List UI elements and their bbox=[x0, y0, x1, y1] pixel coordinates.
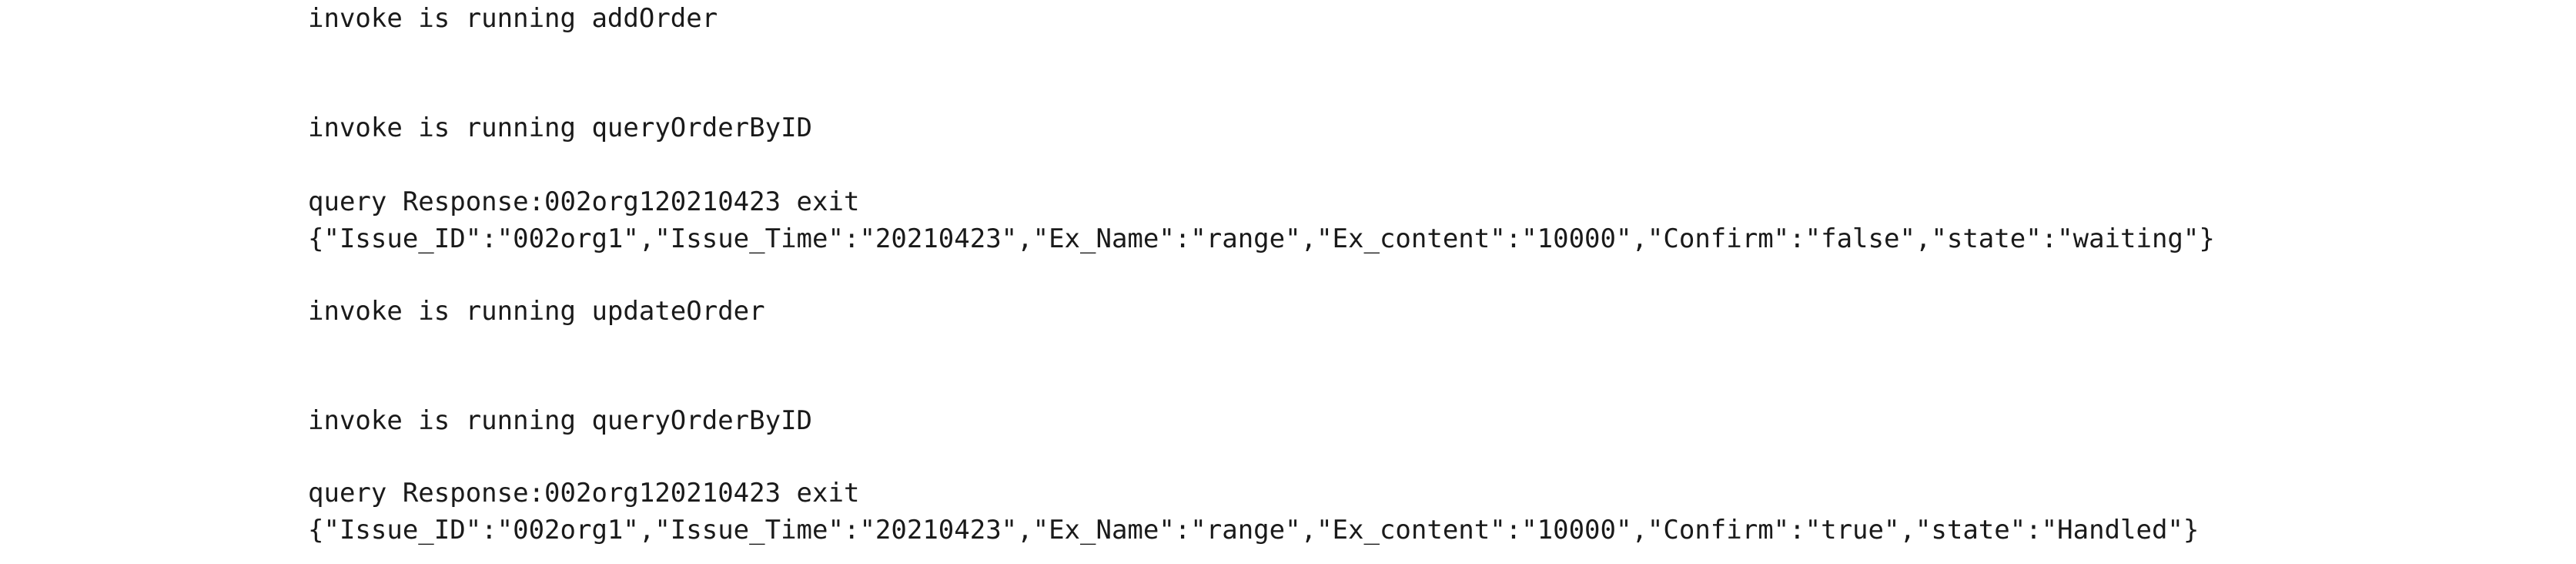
log-line-invoke-add-order: invoke is running addOrder bbox=[308, 3, 718, 34]
log-line-query-response: query Response:002org120210423 exit bbox=[308, 186, 860, 217]
log-line-query-response: query Response:002org120210423 exit bbox=[308, 478, 860, 509]
log-line-order-json: {"Issue_ID":"002org1","Issue_Time":"2021… bbox=[308, 223, 2215, 254]
log-line-invoke-update-order: invoke is running updateOrder bbox=[308, 296, 765, 327]
log-line-order-json: {"Issue_ID":"002org1","Issue_Time":"2021… bbox=[308, 515, 2200, 546]
log-line-invoke-query-order: invoke is running queryOrderByID bbox=[308, 112, 813, 143]
log-line-invoke-query-order: invoke is running queryOrderByID bbox=[308, 405, 813, 436]
